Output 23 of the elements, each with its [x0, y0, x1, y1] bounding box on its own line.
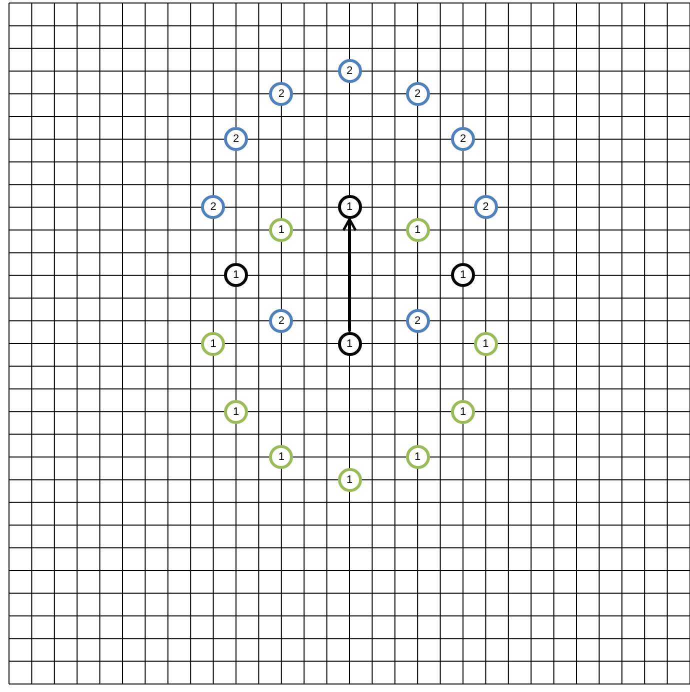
numbered-circle: 1 — [338, 332, 362, 356]
numbered-circle: 1 — [406, 445, 430, 469]
numbered-circle: 2 — [474, 195, 498, 220]
numbered-circle: 2 — [451, 127, 475, 152]
numbered-circle: 1 — [201, 332, 226, 356]
numbered-circle: 2 — [406, 308, 430, 333]
arrow — [342, 218, 357, 332]
numbered-circle: 1 — [451, 263, 475, 288]
numbered-circle: 2 — [269, 82, 294, 106]
numbered-circle: 1 — [269, 445, 294, 469]
numbered-circle: 1 — [269, 218, 294, 242]
numbered-circle: 1 — [224, 400, 248, 424]
numbered-circle: 2 — [338, 59, 362, 84]
numbered-circle: 1 — [406, 218, 430, 242]
numbered-circle: 1 — [338, 195, 362, 220]
numbered-circle: 2 — [269, 308, 294, 333]
numbered-circle: 1 — [474, 332, 498, 356]
numbered-circle: 1 — [338, 468, 362, 492]
numbered-circle: 2 — [406, 82, 430, 106]
numbered-circle: 1 — [451, 400, 475, 424]
numbered-circle: 2 — [224, 127, 248, 152]
numbered-circle: 2 — [201, 195, 226, 220]
numbered-circle: 1 — [224, 263, 248, 288]
